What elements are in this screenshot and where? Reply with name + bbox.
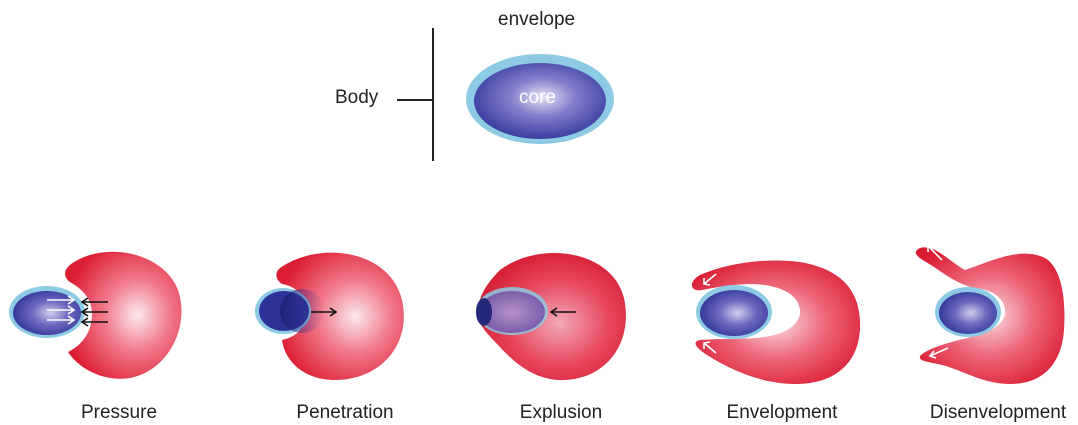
caption-disenvelopment: Disenvelopment [930, 402, 1066, 424]
caption-pressure: Pressure [81, 402, 157, 424]
envelope-label: envelope [498, 9, 575, 31]
caption-explusion: Explusion [520, 402, 602, 424]
pressure-figure [9, 252, 181, 379]
penetration-figure [255, 253, 404, 380]
core-label: core [519, 87, 556, 109]
body-label: Body [335, 87, 378, 109]
disenvelopment-core [939, 292, 997, 334]
caption-penetration: Penetration [296, 402, 393, 424]
caption-envelopment: Envelopment [727, 402, 838, 424]
envelopment-figure [692, 261, 860, 384]
explusion-figure [476, 253, 626, 380]
explusion-core [476, 298, 492, 326]
envelopment-core [700, 290, 768, 336]
pressure-arrows-right [47, 296, 74, 324]
penetration-shadow [280, 289, 324, 333]
disenvelopment-figure [916, 246, 1065, 384]
pressure-arrows-left [82, 298, 108, 326]
